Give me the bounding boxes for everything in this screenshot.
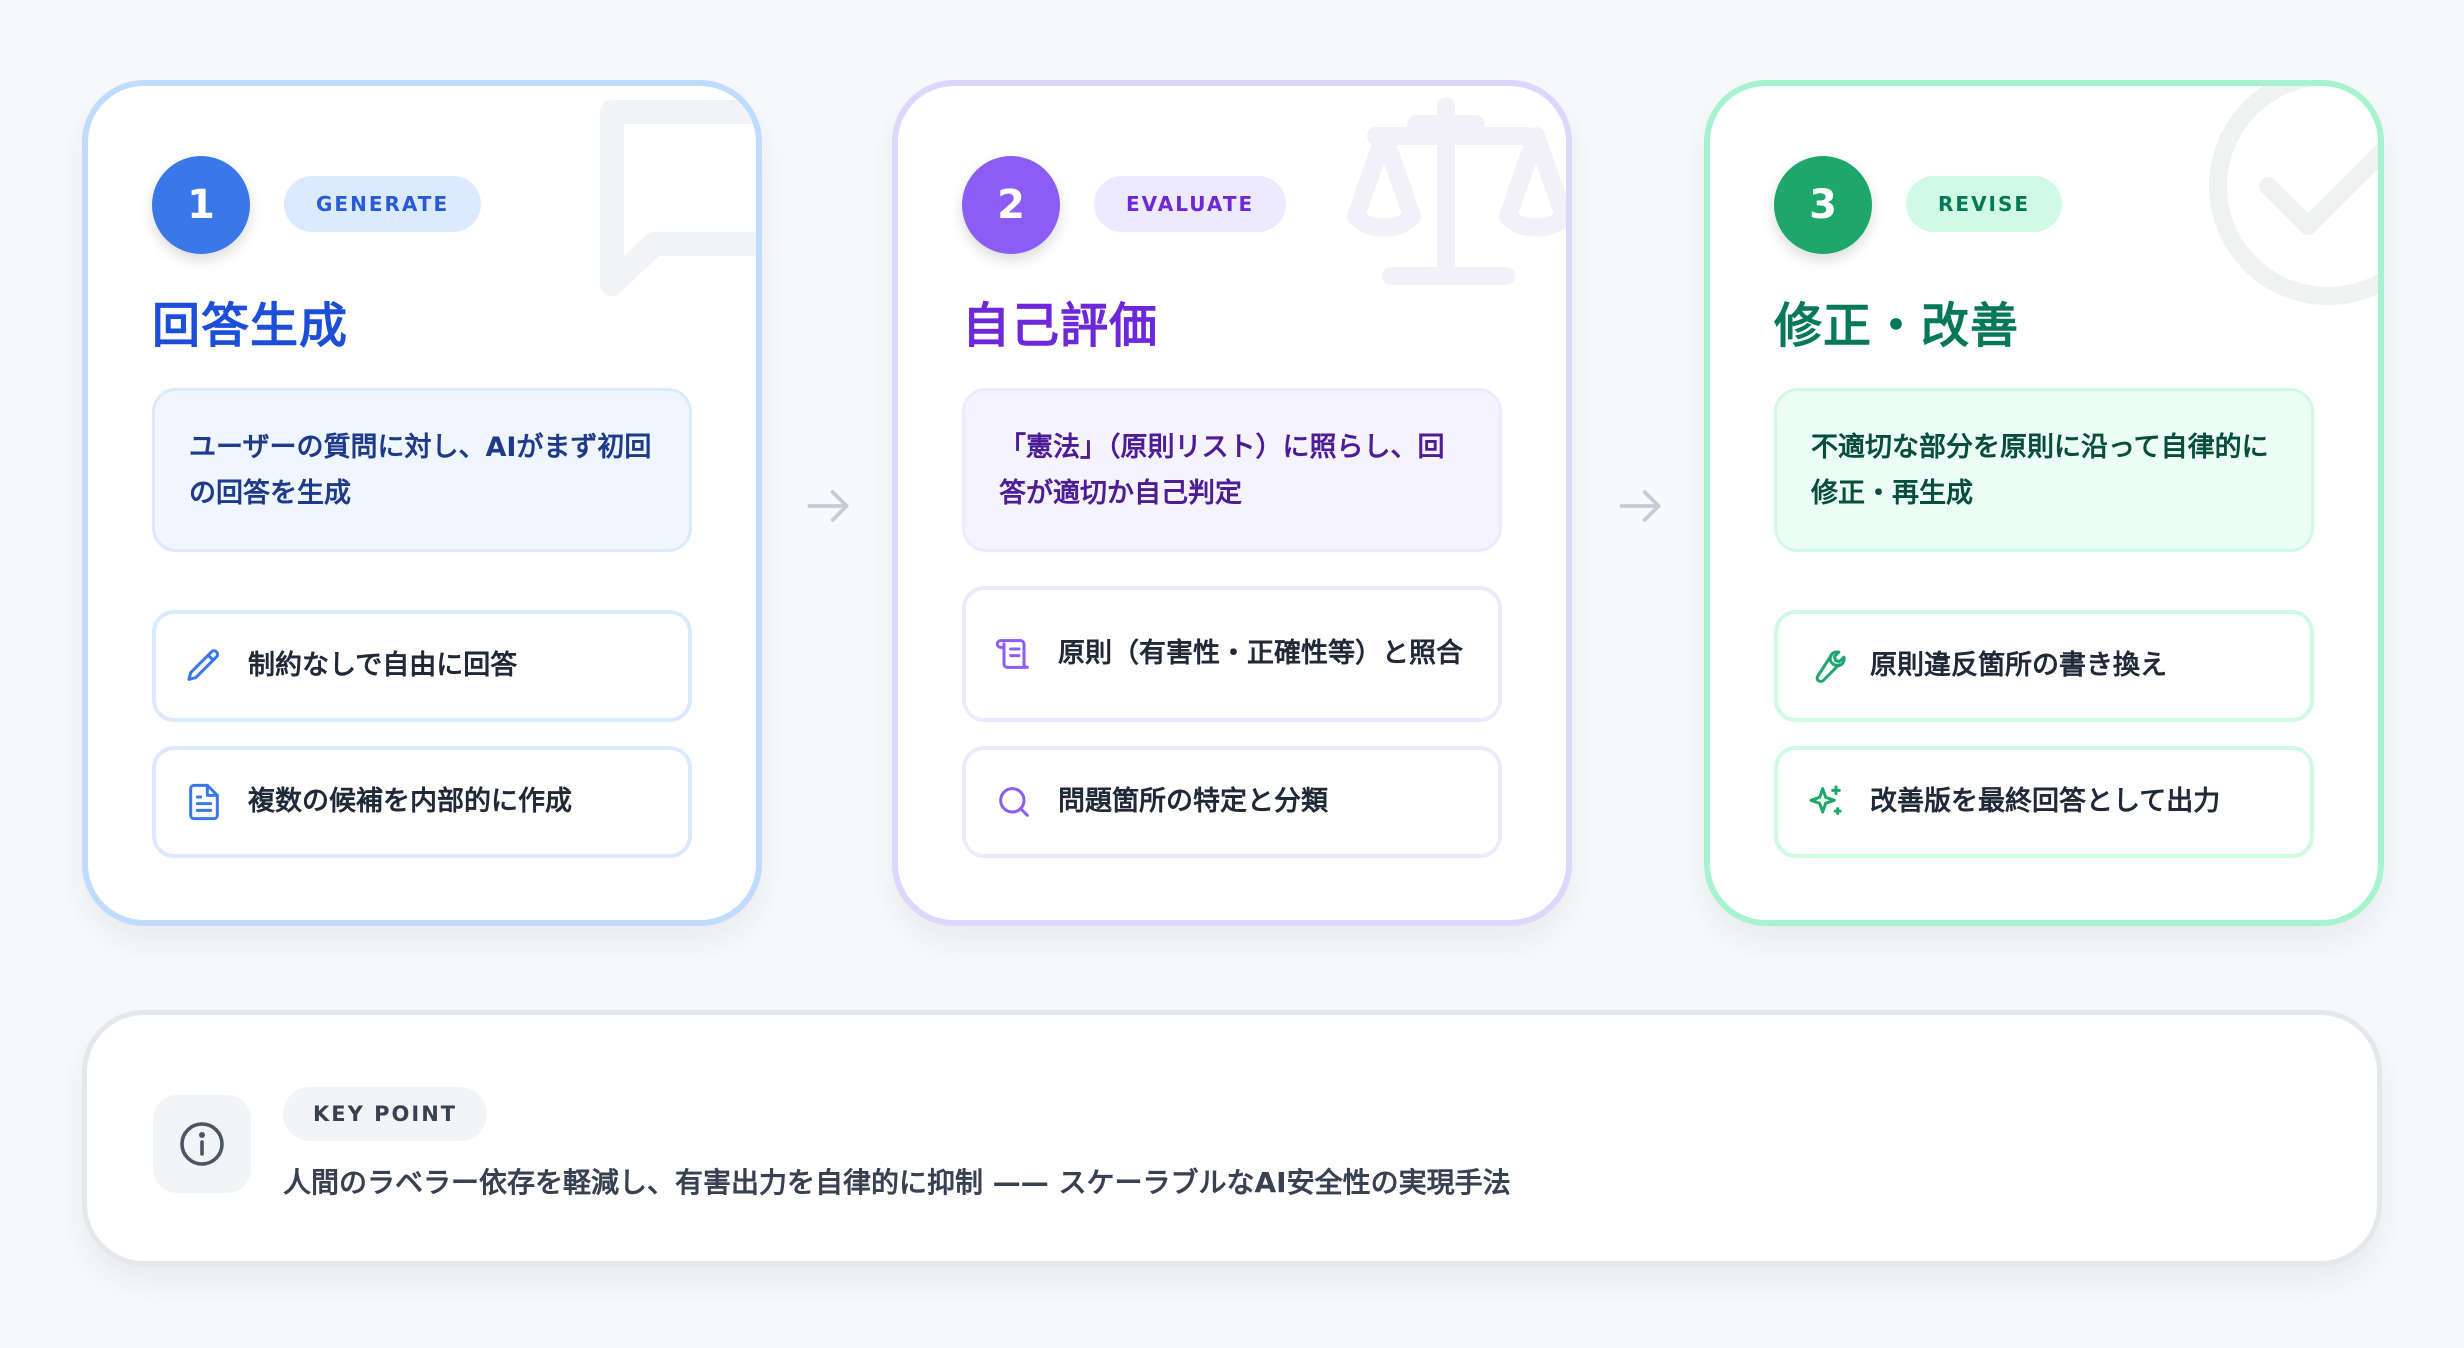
step-card-generate: 1 GENERATE 回答生成 ユーザーの質問に対し、AIがまず初回の回答を生成… [82,80,762,926]
speech-bubble-icon [600,100,756,296]
step-number: 2 [962,156,1060,254]
step-description: 不適切な部分を原則に沿って自律的に修正・再生成 [1774,388,2314,552]
info-icon-box [153,1095,251,1193]
step-title: 自己評価 [962,298,1159,354]
step-item: 複数の候補を内部的に作成 [152,746,692,858]
step-number: 1 [152,156,250,254]
pencil-icon [187,649,220,681]
document-icon [189,783,219,821]
step-description: 「憲法」（原則リスト）に照らし、回答が適切か自己判定 [962,388,1502,552]
wrench-icon [1815,650,1846,684]
step-card-revise: 3 REVISE 修正・改善 不適切な部分を原則に沿って自律的に修正・再生成 原… [1704,80,2384,926]
step-item: 原則（有害性・正確性等）と照合 [962,586,1502,722]
search-icon [999,787,1029,817]
step-item: 改善版を最終回答として出力 [1774,746,2314,858]
step-item-label: 問題箇所の特定と分類 [1058,786,1328,817]
sparkles-icon [1809,785,1842,816]
step-item-label: 原則違反箇所の書き換え [1870,650,2167,681]
key-point-panel: KEY POINT 人間のラベラー依存を軽減し、有害出力を自律的に抑制 —— ス… [82,1010,2382,1266]
step-title: 回答生成 [152,298,349,354]
step-item: 原則違反箇所の書き換え [1774,610,2314,722]
key-point-text: 人間のラベラー依存を軽減し、有害出力を自律的に抑制 —— スケーラブルなAI安全… [283,1166,1511,1199]
step-description: ユーザーの質問に対し、AIがまず初回の回答を生成 [152,388,692,552]
scroll-icon [995,639,1029,669]
scales-icon [1347,97,1566,285]
step-number: 3 [1774,156,1872,254]
step-item-label: 複数の候補を内部的に作成 [248,786,572,817]
step-item-label: 改善版を最終回答として出力 [1870,786,2221,817]
step-title: 修正・改善 [1774,298,2020,354]
step-tag: GENERATE [284,176,482,232]
info-icon [180,1122,224,1166]
arrow-right-icon [1619,490,1661,522]
step-tag: EVALUATE [1094,176,1287,232]
step-item: 制約なしで自由に回答 [152,610,692,722]
step-item-label: 原則（有害性・正確性等）と照合 [1058,638,1463,669]
step-card-evaluate: 2 EVALUATE 自己評価 「憲法」（原則リスト）に照らし、回答が適切か自己… [892,80,1572,926]
step-tag: REVISE [1906,176,2063,232]
check-circle-icon [2209,86,2378,305]
arrow-right-icon [807,490,849,522]
step-item: 問題箇所の特定と分類 [962,746,1502,858]
key-point-tag: KEY POINT [283,1087,488,1141]
step-item-label: 制約なしで自由に回答 [248,650,518,681]
